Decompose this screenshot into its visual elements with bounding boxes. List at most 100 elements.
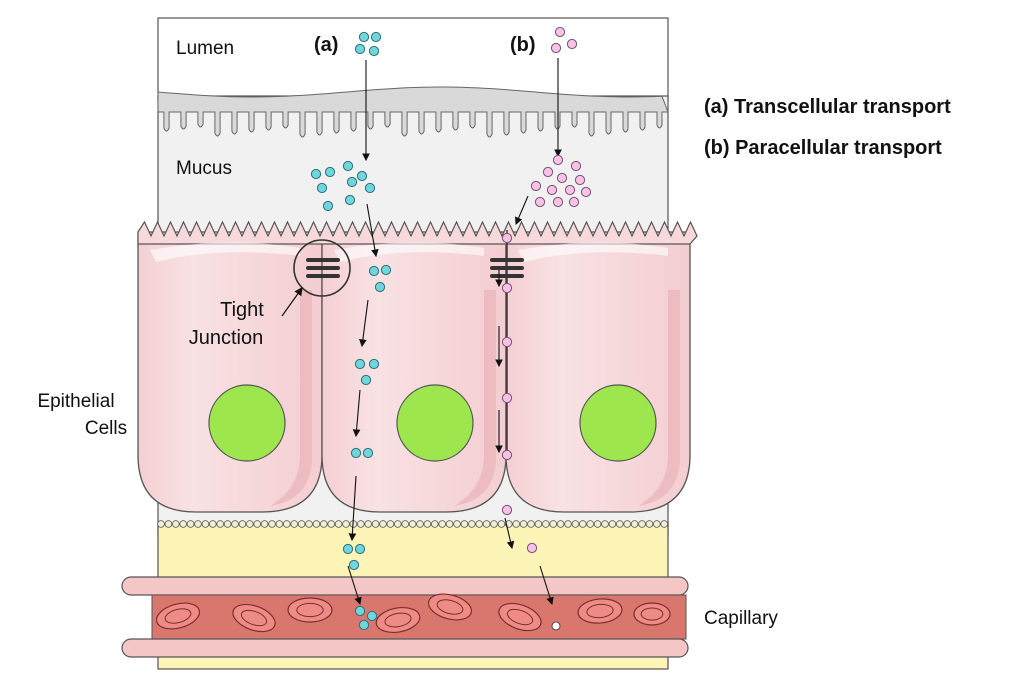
membrane-bead — [467, 520, 476, 528]
paracellular-particle — [552, 196, 564, 208]
membrane-bead — [179, 520, 188, 528]
paracellular-particle — [501, 282, 513, 294]
microvilli-layer — [157, 86, 669, 138]
transcellular-particle — [356, 170, 368, 182]
paracellular-particle — [542, 166, 554, 178]
membrane-bead — [268, 520, 276, 528]
transcellular-particle — [322, 200, 334, 212]
membrane-bead — [216, 520, 225, 528]
membrane-bead — [512, 520, 520, 528]
transcellular-particle — [344, 194, 356, 206]
mucus-label: Mucus — [176, 158, 232, 179]
paracellular-particle — [501, 504, 513, 516]
red-blood-cell — [427, 593, 473, 621]
membrane-bead — [608, 520, 617, 528]
membrane-bead — [364, 520, 373, 528]
membrane-bead — [164, 520, 173, 528]
membrane-bead — [490, 520, 498, 528]
red-blood-cell — [287, 597, 333, 623]
paracellular-particle — [574, 174, 586, 186]
transcellular-particle — [364, 182, 376, 194]
lumen-region — [157, 17, 669, 101]
tight-junction-pointer — [281, 287, 303, 317]
transcellular-particle — [358, 31, 370, 43]
red-blood-cell-inner — [586, 603, 614, 619]
membrane-bead — [571, 520, 580, 528]
tight-junction-bars-1 — [306, 258, 340, 278]
transcellular-particle — [316, 182, 328, 194]
transcellular-particle — [354, 543, 366, 555]
red-blood-cell-outer — [577, 598, 623, 624]
membrane-bead — [223, 520, 232, 528]
paracellular-particle — [546, 184, 558, 196]
membrane-bead — [186, 520, 195, 528]
membrane-bead — [231, 520, 239, 528]
membrane-bead — [556, 520, 565, 528]
transcellular-particle — [348, 559, 360, 571]
membrane-bead — [319, 520, 328, 528]
transcellular-particle — [342, 160, 354, 172]
paracellular-particle — [556, 172, 568, 184]
apical-border — [137, 220, 698, 245]
transcellular-particle — [380, 264, 392, 276]
tight-junction-callout — [293, 239, 351, 297]
paracellular-particle — [552, 154, 564, 166]
membrane-bead — [638, 520, 646, 528]
capillary-label: Capillary — [704, 608, 778, 629]
membrane-bead — [282, 520, 291, 528]
capillary-wall-bottom — [121, 638, 689, 658]
membrane-bead — [238, 520, 247, 528]
membrane-bead — [534, 520, 543, 528]
membrane-bead — [578, 520, 587, 528]
red-blood-cell-inner — [506, 608, 534, 626]
membrane-bead — [157, 520, 165, 528]
red-blood-cell-outer — [375, 606, 421, 634]
membrane-bead — [482, 520, 491, 528]
transcellular-particle — [342, 543, 354, 555]
paracellular-particle — [530, 180, 542, 192]
capillary — [121, 576, 689, 658]
red-blood-cell-inner — [296, 602, 324, 618]
marker-b-label: (b) — [510, 34, 536, 56]
membrane-bead — [209, 520, 217, 528]
membrane-bead — [312, 520, 321, 528]
nucleus-3 — [579, 384, 657, 462]
membrane-bead — [416, 520, 424, 528]
transcellular-particle — [362, 447, 374, 459]
transcellular-particle — [366, 610, 378, 622]
membrane-bead — [645, 520, 654, 528]
red-blood-cell — [577, 598, 623, 624]
membrane-bead — [260, 520, 269, 528]
paracellular-particle — [526, 542, 538, 554]
transcellular-particle — [360, 374, 372, 386]
transcellular-particle — [374, 281, 386, 293]
paracellular-particle — [568, 196, 580, 208]
transcellular-particle — [346, 176, 358, 188]
transcellular-arrows — [347, 60, 379, 606]
paracellular-particle — [580, 186, 592, 198]
paracellular-particle — [501, 232, 513, 244]
membrane-bead — [438, 520, 447, 528]
membrane-bead — [630, 520, 639, 528]
red-blood-cells — [155, 593, 671, 634]
red-blood-cell-inner — [436, 599, 464, 615]
membrane-bead — [275, 520, 284, 528]
membrane-bead — [564, 520, 572, 528]
marker-a-label: (a) — [314, 34, 338, 56]
membrane-bead — [401, 520, 410, 528]
red-blood-cell-outer — [287, 597, 333, 623]
transcellular-particles — [310, 31, 392, 631]
white-particle — [551, 621, 561, 631]
membrane-bead — [334, 520, 343, 528]
membrane-bead — [652, 520, 661, 528]
membrane-bead — [201, 520, 210, 528]
membrane-bead — [297, 520, 306, 528]
red-blood-cell-outer — [633, 602, 671, 626]
membrane-bead — [497, 520, 506, 528]
membrane-bead — [371, 520, 380, 528]
red-blood-cell-inner — [640, 607, 664, 621]
red-blood-cell — [232, 603, 276, 633]
transcellular-particle — [368, 45, 380, 57]
membrane-bead — [527, 520, 535, 528]
tight-junction-label-line1: Tight — [220, 299, 264, 321]
